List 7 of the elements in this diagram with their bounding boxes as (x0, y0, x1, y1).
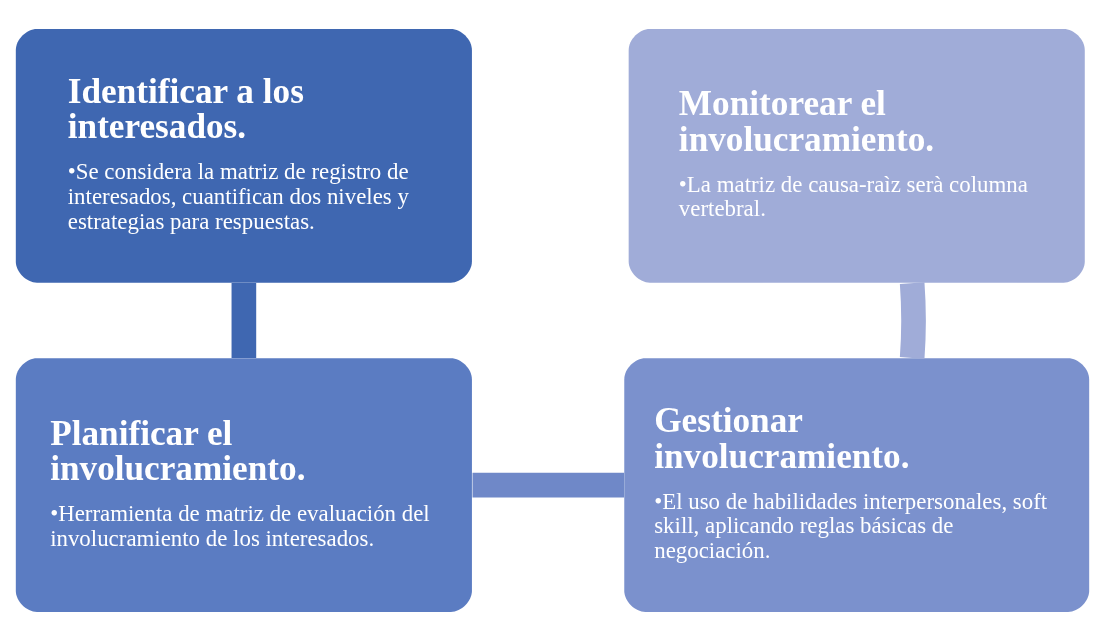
connector (231, 283, 257, 358)
node-box: Gestionar involucramiento. •El uso de habilidades interpersonales, soft skill, aplicando reglas básicas de negociación. (624, 358, 1090, 612)
node-box: Planificar el involucramiento. •Herramienta de matriz de evaluación del involucramiento de los interesados. (15, 358, 472, 612)
node-box: Monitorear el involucramiento. •La matriz de causa-raìz serà columna vertebral. (628, 29, 1085, 283)
node-box: Identificar a los interesados. •Se considera la matriz de registro de interesados, cuantifican dos niveles y estrategias para respuestas. (15, 29, 472, 283)
connector (472, 472, 625, 498)
connector (899, 282, 926, 359)
